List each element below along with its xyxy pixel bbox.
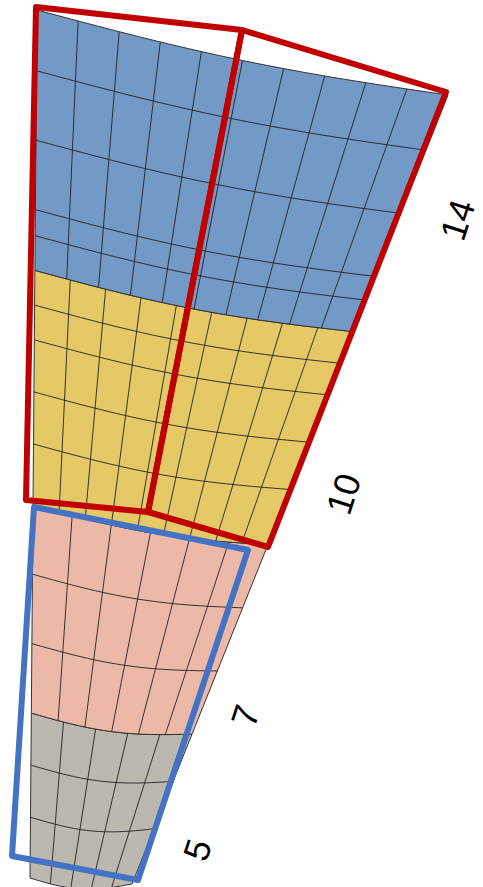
mesh-line xyxy=(138,538,189,734)
mesh-line xyxy=(50,722,63,884)
dimension-label: 7 xyxy=(226,701,266,731)
region-outline xyxy=(26,7,242,512)
mesh-line xyxy=(112,735,160,887)
mesh-line xyxy=(71,729,96,887)
mesh-line xyxy=(32,574,242,608)
region-outline xyxy=(148,30,446,547)
mesh-line xyxy=(58,515,72,720)
dimension-label: 10 xyxy=(321,469,368,518)
dimension-label: 5 xyxy=(178,835,218,865)
mesh-line xyxy=(31,765,173,783)
mesh-line xyxy=(32,644,217,671)
mesh-region xyxy=(35,10,448,332)
mesh-line xyxy=(112,533,151,732)
dimension-label: 14 xyxy=(435,195,482,244)
mesh-line xyxy=(85,525,111,727)
mesh-grid xyxy=(30,10,448,887)
mesh-line xyxy=(91,733,128,887)
region-outline xyxy=(12,507,248,880)
mesh-line xyxy=(30,817,154,832)
